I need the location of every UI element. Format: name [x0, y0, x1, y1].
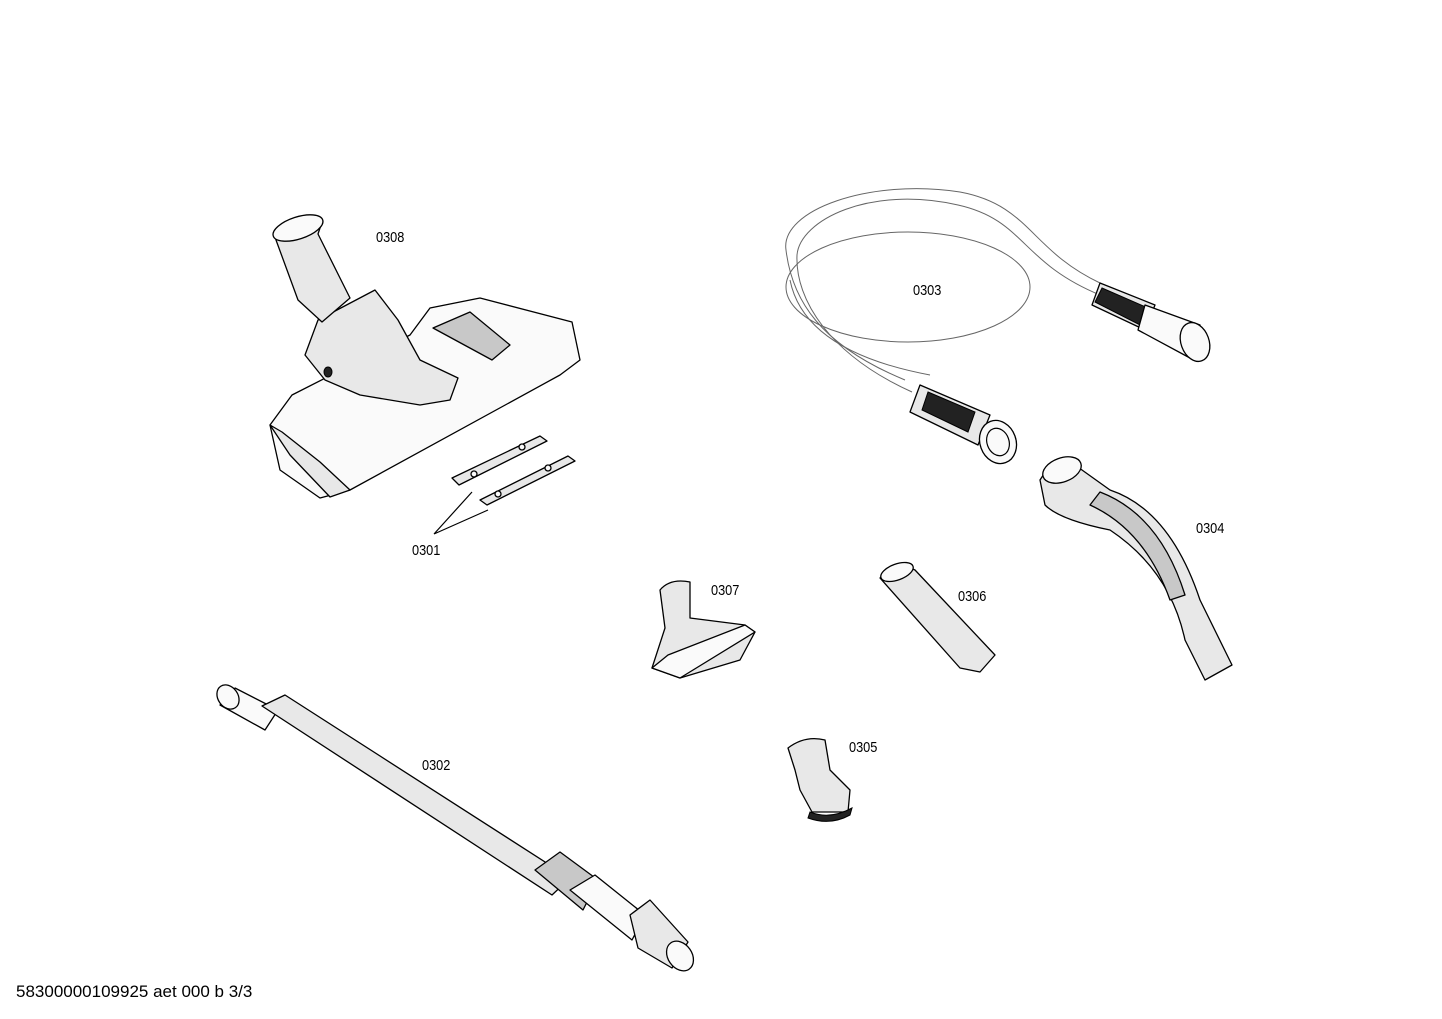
part-label-0308: 0308	[376, 229, 405, 246]
telescopic-tube-icon	[216, 684, 695, 972]
hose-handle-icon	[1039, 456, 1233, 681]
part-label-0301: 0301	[412, 542, 441, 559]
dusting-brush-icon	[787, 737, 853, 822]
brush-strips-icon	[433, 435, 576, 535]
part-label-0306: 0306	[958, 588, 987, 605]
suction-hose-icon	[785, 188, 1211, 465]
part-label-0302: 0302	[422, 757, 451, 774]
crevice-nozzle-icon	[879, 561, 996, 673]
part-label-0303: 0303	[913, 282, 942, 299]
part-label-0304: 0304	[1196, 520, 1225, 537]
part-label-0305: 0305	[849, 739, 878, 756]
part-label-0307: 0307	[711, 582, 740, 599]
floor-nozzle-icon	[269, 214, 581, 499]
document-footer: 58300000109925 aet 000 b 3/3	[16, 982, 253, 1001]
upholstery-nozzle-icon	[651, 580, 756, 679]
